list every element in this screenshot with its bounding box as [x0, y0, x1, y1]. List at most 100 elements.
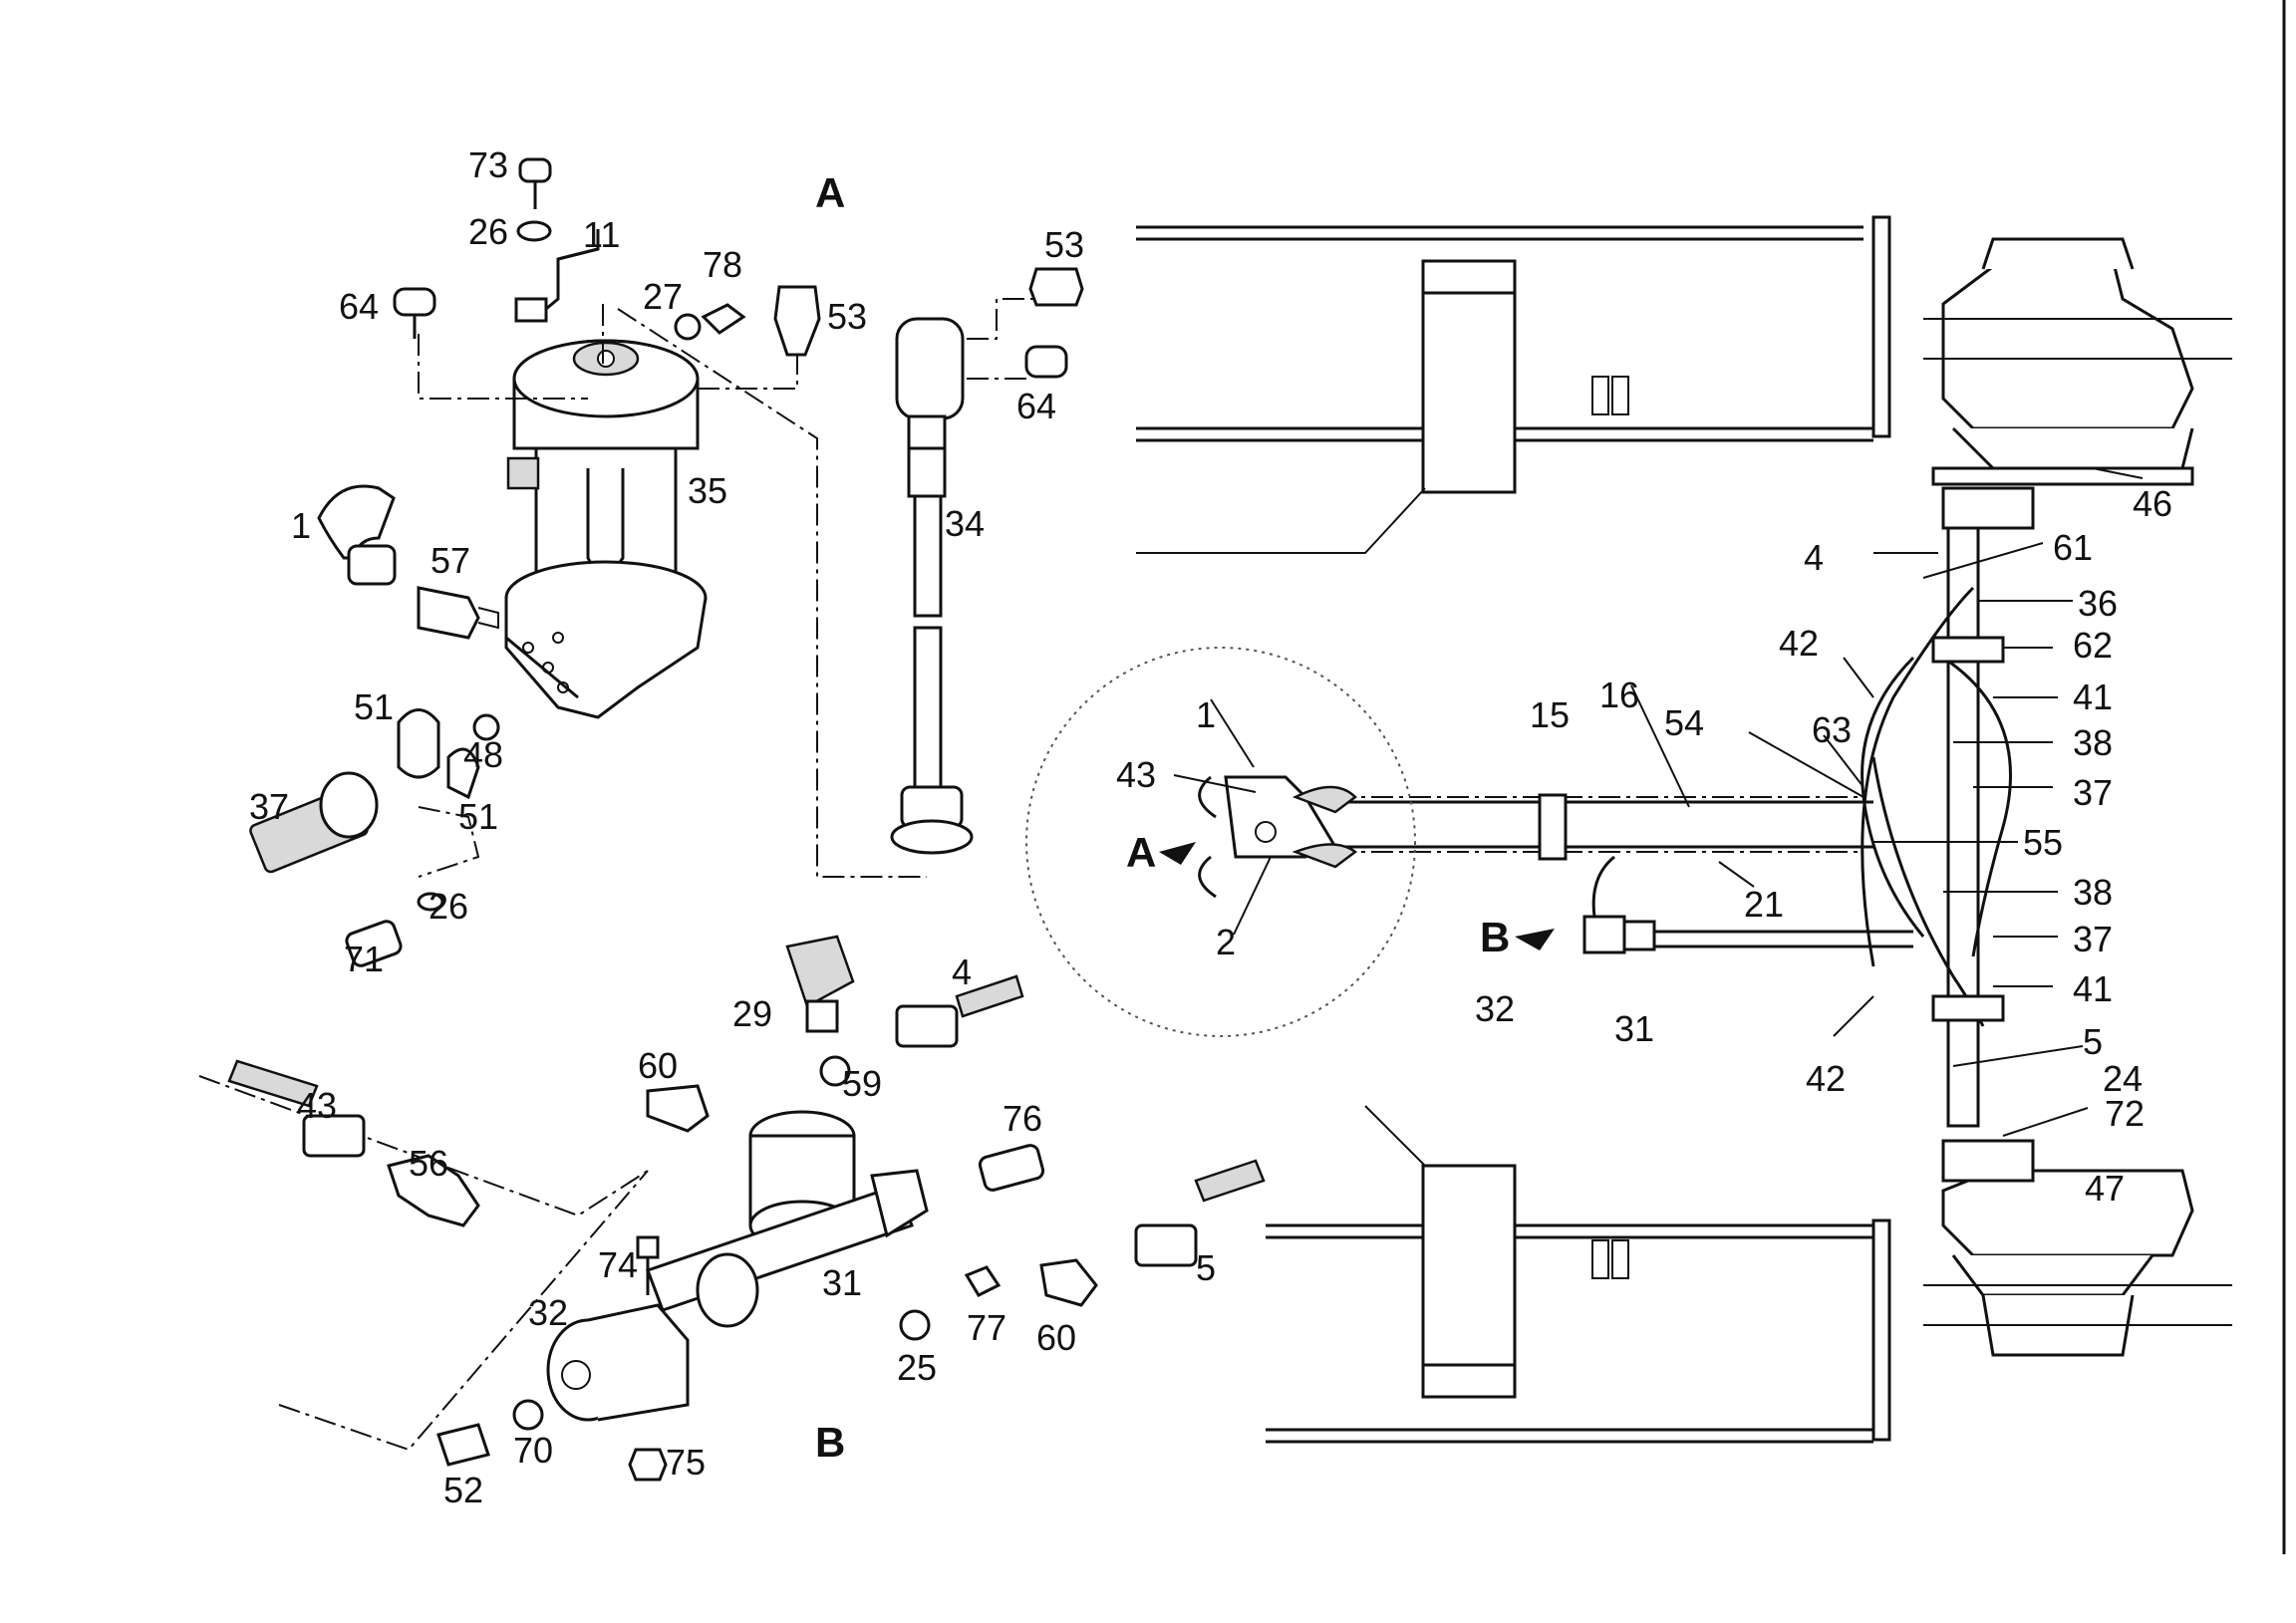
part-callout: 51	[354, 686, 394, 727]
part-callout: 11	[583, 214, 620, 255]
section-label-a: A	[815, 169, 845, 216]
part-callout: 34	[945, 503, 985, 544]
o-ring-48	[472, 713, 500, 741]
part-callout: 77	[967, 1307, 1006, 1348]
part-callout: 38	[2073, 872, 2113, 913]
cross-member-upper	[1421, 259, 1517, 494]
part-callout: 37	[249, 786, 289, 827]
part-callout: 4	[952, 951, 972, 992]
detail-circle	[1025, 647, 1416, 1037]
elbow-56	[387, 1154, 480, 1227]
hub-46	[1941, 257, 2194, 430]
bolt-73-head	[518, 157, 552, 183]
part-callout: 56	[409, 1143, 448, 1184]
part-callout: 1	[291, 505, 311, 546]
part-callout: 37	[2073, 919, 2113, 959]
part-callout: 35	[688, 470, 727, 511]
arrow-B	[1515, 929, 1555, 950]
part-callout: 71	[344, 939, 384, 979]
part-callout: 54	[1664, 702, 1704, 743]
part-callout: 31	[1614, 1008, 1654, 1049]
part-callout: 78	[703, 244, 742, 285]
fitting-53b	[1028, 267, 1084, 307]
part-callout: 25	[897, 1347, 937, 1388]
screw-64	[393, 287, 436, 317]
part-callout: 37	[2073, 772, 2113, 813]
part-callout: 53	[1044, 224, 1084, 265]
part-callout: 46	[2133, 483, 2172, 524]
fitting-53	[773, 285, 821, 357]
part-callout: 16	[1599, 675, 1639, 715]
part-callout: 62	[2073, 625, 2113, 666]
hose-43	[227, 1059, 319, 1108]
valve-assembly	[198, 935, 1266, 1482]
screw-71	[345, 920, 403, 967]
hub-47	[1941, 1169, 2194, 1257]
part-callout: 76	[1003, 1098, 1042, 1139]
arrow-label-a: A	[1126, 829, 1156, 876]
cylinder-assembly	[249, 157, 927, 967]
part-callout: 36	[2078, 583, 2118, 624]
part-callout: 64	[1016, 386, 1056, 426]
rod-assembly	[890, 267, 1084, 855]
cross-member-lower	[1421, 1164, 1517, 1399]
part-callout: 41	[2073, 968, 2113, 1009]
part-callout: 57	[430, 540, 470, 581]
part-callout: 60	[638, 1045, 678, 1086]
part-callout: 26	[429, 886, 468, 927]
axle-tube	[1946, 526, 1980, 1128]
part-callout: 24	[2103, 1058, 2143, 1099]
part-callout: 52	[443, 1470, 483, 1510]
part-callout: 38	[2073, 722, 2113, 763]
part-callout: 48	[463, 734, 503, 775]
part-callout: 15	[1530, 694, 1570, 735]
fitting-57	[417, 586, 480, 640]
arrow-A	[1159, 842, 1196, 865]
part-callout: 43	[1116, 754, 1156, 795]
part-callout: 55	[2023, 822, 2063, 863]
part-callout: 32	[528, 1292, 568, 1333]
part-callout: 61	[2053, 527, 2093, 568]
part-callout: 70	[513, 1430, 553, 1471]
part-callout: 63	[1812, 709, 1852, 750]
part-callout: 53	[827, 296, 867, 337]
washer-26	[516, 220, 552, 242]
part-callout: 29	[732, 993, 772, 1034]
part-callout: 4	[1804, 537, 1824, 578]
screw-64b	[1024, 345, 1068, 379]
elbow-1	[317, 484, 396, 560]
sensor-29	[785, 935, 855, 1008]
part-callout: 59	[842, 1063, 882, 1104]
part-callout: 64	[339, 286, 379, 327]
part-callout: 47	[2085, 1168, 2125, 1209]
part-callout: 42	[1779, 623, 1819, 664]
valve-body	[895, 317, 965, 420]
part-callout: 41	[2073, 676, 2113, 717]
section-labels: A B A B	[815, 169, 1510, 1466]
part-callout: 27	[643, 276, 683, 317]
part-callout: 31	[822, 1262, 862, 1303]
part-callout: 72	[2105, 1093, 2145, 1134]
part-callout: 60	[1036, 1317, 1076, 1358]
chassis-plan	[1025, 215, 2232, 1444]
part-callout: 74	[598, 1244, 638, 1285]
arrow-label-b: B	[1480, 914, 1510, 960]
part-callout: 73	[468, 144, 508, 185]
part-callout: 32	[1475, 988, 1515, 1029]
part-callout: 43	[297, 1085, 337, 1126]
clamp-51	[397, 708, 440, 779]
part-callout: 2	[1216, 922, 1236, 962]
part-callout: 5	[1196, 1247, 1216, 1288]
part-callout: 42	[1806, 1058, 1846, 1099]
part-callout: 26	[468, 211, 508, 252]
rod-34	[913, 494, 943, 618]
section-label-b: B	[815, 1419, 845, 1466]
part-callout: 51	[458, 796, 498, 837]
part-callout: 21	[1744, 884, 1784, 925]
part-callout: 1	[1196, 694, 1216, 735]
part-callout: 5	[2083, 1021, 2103, 1062]
part-callout: 75	[666, 1442, 706, 1483]
